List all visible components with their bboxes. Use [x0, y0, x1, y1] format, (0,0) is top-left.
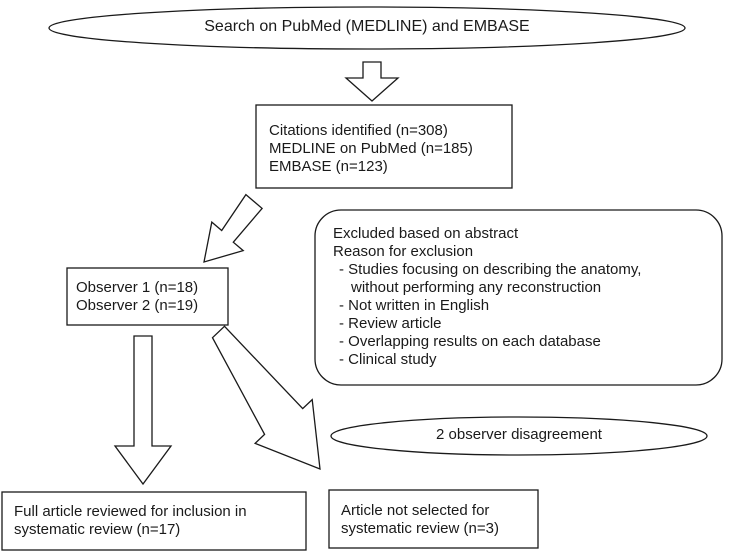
observers-line: Observer 1 (n=18) — [76, 279, 199, 296]
arrow-down-to-citations — [344, 61, 400, 102]
excluded-text: Excluded based on abstract Reason for ex… — [333, 225, 641, 369]
full-review-text: Full article reviewed for inclusion in s… — [14, 503, 247, 539]
excluded-reason: - Not written in English — [339, 297, 490, 314]
citations-text: Citations identified (n=308) MEDLINE on … — [269, 122, 473, 176]
observers-line: Observer 2 (n=19) — [76, 297, 199, 314]
excluded-reason-heading: Reason for exclusion — [333, 243, 474, 260]
full-review-box — [1, 491, 307, 551]
not-selected-box — [328, 489, 539, 549]
search-ellipse — [48, 6, 686, 50]
observers-text: Observer 1 (n=18) Observer 2 (n=19) — [76, 279, 198, 315]
excluded-reason: - Studies focusing on describing the ana… — [339, 261, 642, 278]
citations-box — [255, 104, 513, 189]
full-review-line: systematic review (n=17) — [14, 521, 181, 538]
not-selected-line: Article not selected for — [341, 502, 490, 519]
citations-line: EMBASE (n=123) — [269, 158, 388, 175]
excluded-reason: - Review article — [339, 315, 442, 332]
not-selected-line: systematic review (n=3) — [341, 520, 499, 537]
excluded-box — [314, 209, 723, 386]
disagreement-ellipse — [330, 416, 708, 456]
observers-box — [66, 267, 229, 326]
excluded-reason: without performing any reconstruction — [351, 279, 602, 296]
arrow-to-not-selected — [211, 325, 321, 471]
not-selected-text: Article not selected for systematic revi… — [341, 502, 499, 538]
full-review-line: Full article reviewed for inclusion in — [14, 503, 247, 520]
citations-line: Citations identified (n=308) — [269, 122, 448, 139]
disagreement-label: 2 observer disagreement — [436, 426, 602, 443]
arrow-to-observers — [203, 193, 264, 263]
excluded-reason: - Clinical study — [339, 351, 437, 368]
search-label: Search on PubMed (MEDLINE) and EMBASE — [204, 18, 530, 35]
excluded-title: Excluded based on abstract — [333, 225, 519, 242]
arrow-down-to-full-review — [113, 335, 173, 486]
citations-line: MEDLINE on PubMed (n=185) — [269, 140, 473, 157]
excluded-reason: - Overlapping results on each database — [339, 333, 601, 350]
